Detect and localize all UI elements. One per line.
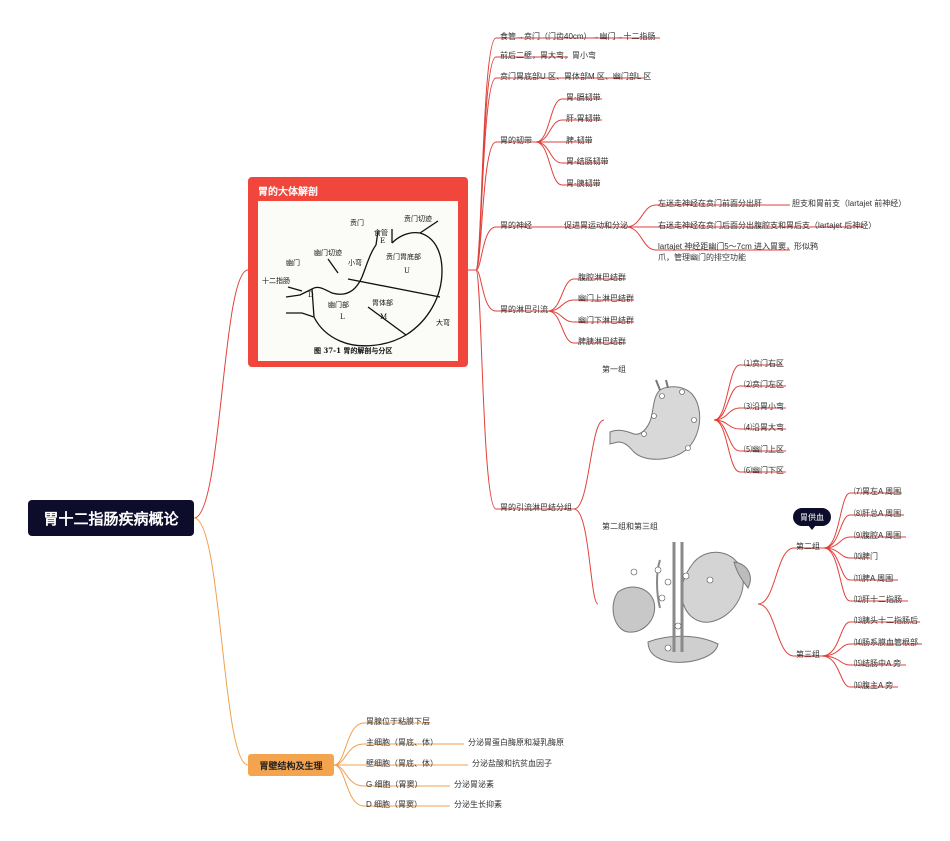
label-l: L (340, 313, 345, 321)
lymph-item[interactable]: 脾胰淋巴结群 (578, 337, 626, 346)
group1-label[interactable]: 第一组 (602, 365, 626, 374)
wall-item[interactable]: D 细胞（胃窦） (366, 800, 422, 809)
ligaments-node[interactable]: 胃的韧带 (500, 136, 532, 145)
group1-item[interactable]: ⑷沿胃大弯 (744, 423, 784, 432)
nerve-item[interactable]: lartajet 神经距幽门5～7cm 进入胃窦，形似鸦 (658, 242, 819, 251)
group1-item[interactable]: ⑶沿胃小弯 (744, 402, 784, 411)
label-d: D (308, 291, 314, 299)
group3-item[interactable]: ⒀胰头十二指肠后 (854, 616, 918, 625)
ligament-item[interactable]: 脾-韧带 (566, 136, 593, 145)
wall-item-extra[interactable]: 分泌胃泌素 (454, 780, 494, 789)
wall-item[interactable]: 胃腺位于粘膜下层 (366, 717, 430, 726)
label-pyloric-part: 幽门部 (328, 300, 349, 309)
ligament-item[interactable]: 肝-胃韧带 (566, 114, 601, 123)
wall-item-extra[interactable]: 分泌胃蛋白酶原和凝乳酶原 (468, 738, 564, 747)
stomach-anatomy-drawing: 贲门 贲门切迹 食管 E 贲门胃底部 U 幽门切迹 小弯 幽门 十二指肠 D 幽… (262, 214, 450, 355)
group1-stomach-image (604, 376, 714, 466)
wall-item-extra[interactable]: 分泌生长抑素 (454, 800, 502, 809)
group2-label[interactable]: 第二组 (796, 542, 820, 551)
label-body: 胃体部 (372, 298, 393, 307)
lymph-item[interactable]: 幽门下淋巴结群 (578, 316, 634, 325)
wall-item[interactable]: G 细胞（胃窦） (366, 780, 423, 789)
lymph-item[interactable]: 幽门上淋巴结群 (578, 294, 634, 303)
anatomy-item[interactable]: 食管→贲门（门齿40cm）→幽门→十二指肠 (500, 32, 656, 41)
label-pylorus: 幽门 (286, 258, 300, 267)
blood-supply-badge[interactable]: 胃供血 (793, 508, 831, 530)
label-esophagus: 食管 (374, 228, 388, 237)
root-label: 胃十二指肠疾病概论 (43, 510, 179, 528)
group1-item[interactable]: ⑴贲门右区 (744, 359, 784, 368)
root-node[interactable]: 胃十二指肠疾病概论 (28, 500, 194, 536)
ligament-item[interactable]: 胃-膈韧带 (566, 93, 601, 102)
group3-item[interactable]: ⒂结肠中A 旁 (854, 659, 902, 668)
nerves-node[interactable]: 胃的神经 (500, 221, 532, 230)
label-cardia: 贲门 (350, 218, 364, 227)
group2-item[interactable]: ⑼腹腔A 周围 (854, 531, 902, 540)
ligament-item[interactable]: 胃-结肠韧带 (566, 157, 609, 166)
group23-organ-image (598, 532, 758, 677)
group3-label[interactable]: 第三组 (796, 650, 820, 659)
badge-label: 胃供血 (800, 512, 824, 522)
anatomy-title: 胃的大体解剖 (258, 187, 318, 198)
label-lesser-curvature: 小弯 (348, 258, 362, 267)
nerve-item[interactable]: 左迷走神经在贲门前面分出肝 (658, 199, 762, 208)
group2-item[interactable]: ⑾脾A 周围 (854, 574, 894, 583)
nerve-item-extra[interactable]: 胆支和胃前支（lartajet 前神经） (792, 199, 907, 208)
label-cardiac-notch: 贲门切迹 (404, 214, 432, 223)
wall-item[interactable]: 壁细胞（胃底、体） (366, 759, 438, 768)
ligament-item[interactable]: 胃-胰韧带 (566, 179, 601, 188)
nerve-item-line2[interactable]: 爪，管理幽门的排空功能 (658, 253, 746, 262)
group1-item[interactable]: ⑹幽门下区 (744, 466, 784, 475)
lymph-groups-node[interactable]: 胃的引流淋巴结分组 (500, 503, 572, 512)
label-m: M (380, 313, 387, 321)
group2-item[interactable]: ⑿肝十二指肠 (854, 595, 902, 604)
label-pylorus-notch: 幽门切迹 (314, 248, 342, 257)
anatomy-item[interactable]: 贲门胃底部U 区、胃体部M 区、幽门部L 区 (500, 72, 652, 81)
label-u: U (404, 267, 410, 275)
group1-item[interactable]: ⑵贲门左区 (744, 380, 784, 389)
abdominal-lymph-drawing (612, 542, 751, 663)
wall-node[interactable]: 胃壁结构及生理 (248, 754, 334, 776)
group3-item[interactable]: ⒃腹主A 旁 (854, 681, 894, 690)
label-duodenum: 十二指肠 (262, 276, 290, 285)
wall-title: 胃壁结构及生理 (259, 760, 323, 771)
anatomy-card[interactable]: 胃的大体解剖 贲门 贲门切迹 食管 E 贲门胃底部 U (248, 177, 468, 367)
group3-item[interactable]: ⒁肠系膜血管根部 (854, 638, 918, 647)
wall-item[interactable]: 主细胞（胃底、体） (366, 738, 438, 747)
stomach-figure: 贲门 贲门切迹 食管 E 贲门胃底部 U 幽门切迹 小弯 幽门 十二指肠 D 幽… (258, 201, 458, 361)
wall-item-extra[interactable]: 分泌盐酸和抗贫血因子 (472, 759, 552, 768)
stomach-lymph-drawing (609, 379, 701, 460)
group23-label[interactable]: 第二组和第三组 (602, 522, 658, 531)
figure-caption: 图 37-1 胃的解剖与分区 (314, 346, 392, 355)
nerve-item[interactable]: 右迷走神经在贲门后面分出腹腔支和胃后支（lartajet 后神经） (658, 221, 877, 230)
lymph-item[interactable]: 腹腔淋巴结群 (578, 273, 626, 282)
lymph-node[interactable]: 胃的淋巴引流 (500, 305, 548, 314)
label-greater-curvature: 大弯 (436, 318, 450, 327)
group1-item[interactable]: ⑸幽门上区 (744, 445, 784, 454)
nerves-sub[interactable]: 促进胃运动和分泌 (564, 221, 628, 230)
label-e: E (380, 237, 385, 245)
group2-item[interactable]: ⑻肝总A 周围 (854, 509, 902, 518)
group2-item[interactable]: ⑺胃左A 周围 (854, 487, 902, 496)
anatomy-item[interactable]: 前后二壁，胃大弯，胃小弯 (500, 51, 596, 60)
group2-item[interactable]: ⑽脾门 (854, 552, 878, 561)
label-fundus: 贲门胃底部 (386, 252, 421, 261)
